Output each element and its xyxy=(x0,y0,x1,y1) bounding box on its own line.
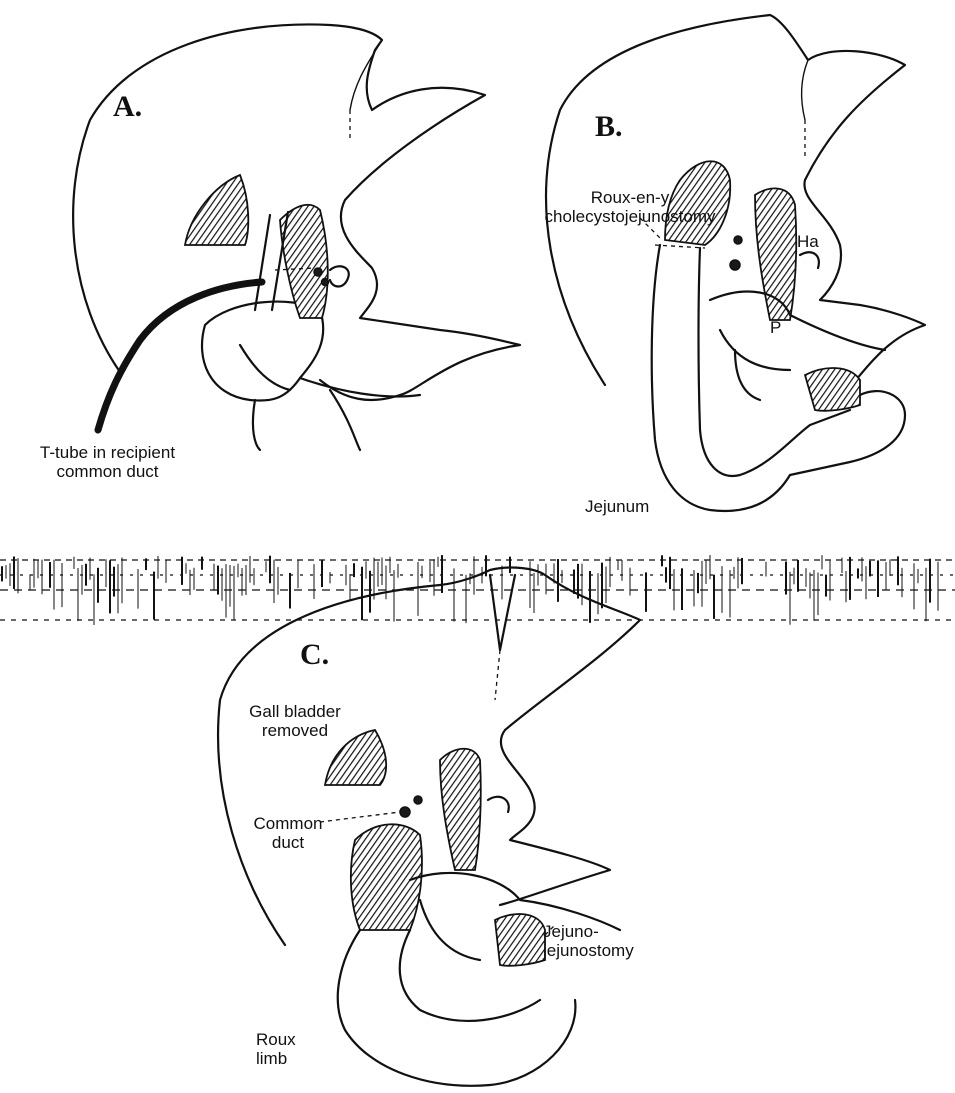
ha-label: Ha xyxy=(797,232,819,251)
hepatic-artery-c xyxy=(488,797,509,812)
roux-label: Roux-en-y cholecystojejunostomy xyxy=(530,188,730,226)
jejunojejunostomy-c xyxy=(495,914,545,966)
ligature-a1 xyxy=(314,268,322,276)
jejunojejunostomy-label: Jejuno- jejunostomy xyxy=(543,922,634,960)
roux-limb-label-line1: Roux xyxy=(256,1030,296,1049)
gall-bladder-label-line2: removed xyxy=(225,721,365,740)
t-tube-label-line1: T-tube in recipient xyxy=(10,443,205,462)
liver-outline-c xyxy=(218,568,640,945)
roux-limb-c xyxy=(351,824,422,930)
t-tube-label-line2: common duct xyxy=(10,462,205,481)
ligature-a2 xyxy=(322,279,329,286)
common-duct-label: Common duct xyxy=(238,814,338,852)
p-label: P xyxy=(770,318,781,337)
gallbladder-fossa-a xyxy=(185,175,248,245)
anastomosis-b xyxy=(655,245,705,248)
t-tube-a xyxy=(98,282,262,430)
hepatic-artery-a xyxy=(330,266,349,286)
scan-noise-band xyxy=(0,560,955,620)
panel-b-letter: B. xyxy=(595,110,623,144)
jj-label-line1: Jejuno- xyxy=(543,922,634,941)
jejunum-label: Jejunum xyxy=(585,497,649,516)
panel-c-letter: C. xyxy=(300,638,329,672)
ligature-b2 xyxy=(734,236,742,244)
hepatic-artery-b xyxy=(800,252,819,268)
roux-limb-label-line2: limb xyxy=(256,1049,296,1068)
duodenum-a xyxy=(202,302,420,450)
liver-lobe-line-b xyxy=(802,60,808,120)
common-duct-label-line2: duct xyxy=(238,833,338,852)
liver-lobe-line-a xyxy=(350,40,382,110)
panel-b-drawing xyxy=(546,15,925,511)
roux-label-line1: Roux-en-y xyxy=(530,188,730,207)
portal-vein-c xyxy=(440,749,481,870)
portal-vein-b xyxy=(755,188,796,320)
panel-a-letter: A. xyxy=(113,90,142,124)
t-tube-label: T-tube in recipient common duct xyxy=(10,443,205,481)
gall-bladder-label: Gall bladder removed xyxy=(225,702,365,740)
ligature-c1 xyxy=(400,807,410,817)
common-duct-label-line1: Common xyxy=(238,814,338,833)
gall-bladder-label-line1: Gall bladder xyxy=(225,702,365,721)
roux-limb-label: Roux limb xyxy=(256,1030,296,1068)
panel-a-drawing xyxy=(73,24,520,450)
ligature-b1 xyxy=(730,260,740,270)
jejunojejunostomy-b xyxy=(805,368,860,411)
jj-label-line2: jejunostomy xyxy=(543,941,634,960)
roux-label-line2: cholecystojejunostomy xyxy=(530,207,730,226)
falciform-dash-c xyxy=(495,650,500,700)
ligature-c2 xyxy=(414,796,422,804)
